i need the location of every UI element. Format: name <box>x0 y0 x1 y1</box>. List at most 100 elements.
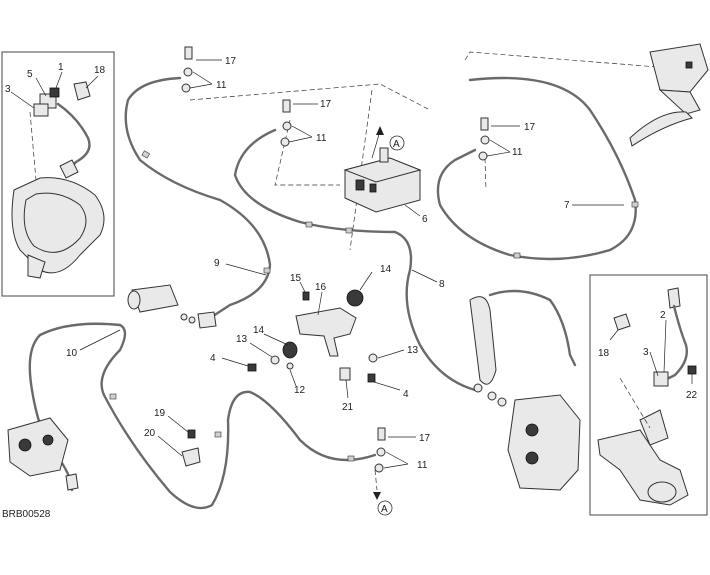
hose-6-8 <box>233 128 477 392</box>
label-17c: 17 <box>524 122 536 133</box>
label-13b: 13 <box>407 345 419 356</box>
label-2: 2 <box>660 310 666 321</box>
label-9: 9 <box>214 258 220 269</box>
label-20: 20 <box>144 428 156 439</box>
inset-rear-sensor: 18 3 2 22 <box>589 274 708 516</box>
washer-11-c1 <box>480 135 490 145</box>
ref-a-bottom-circle <box>377 500 393 516</box>
label-18a: 18 <box>94 65 106 76</box>
sensor-screw-1 <box>49 87 60 98</box>
label-6: 6 <box>422 214 428 225</box>
label-11c: 11 <box>512 147 523 158</box>
label-14b: 14 <box>380 264 392 275</box>
washer-11-b2 <box>280 137 290 147</box>
swingarm-pivot <box>647 481 677 503</box>
label-3a: 3 <box>5 84 11 95</box>
label-4b: 4 <box>403 389 409 400</box>
sensor-washer-3 <box>33 103 49 117</box>
sensor-mount-tab <box>27 254 46 279</box>
rear-sensor-body <box>653 371 669 387</box>
label-1: 1 <box>58 62 64 73</box>
rear-connector <box>667 287 681 309</box>
abs-unit: A 6 <box>343 126 428 225</box>
rear-screw-22 <box>687 365 697 375</box>
screw-15 <box>302 291 310 301</box>
bolt-17-d <box>377 427 386 441</box>
inset-rear-frame <box>589 274 708 516</box>
hose-10 <box>28 322 122 492</box>
label-10: 10 <box>66 348 78 359</box>
front-disc-edge <box>469 296 497 385</box>
drawing-code: BRB00528 <box>2 509 51 520</box>
rubber-14-left <box>282 341 298 359</box>
front-master-cylinder <box>629 43 709 147</box>
ref-a-bottom: A <box>381 504 388 515</box>
washer-11-c2 <box>478 151 488 161</box>
label-11d: 11 <box>417 460 428 471</box>
washer-13-left <box>270 355 280 365</box>
rear-caliper <box>7 417 79 491</box>
brake-lever <box>629 111 693 147</box>
hose-10b <box>100 323 377 510</box>
bolt-4-left <box>247 363 257 372</box>
hose-7 <box>436 76 637 261</box>
label-4a: 4 <box>210 353 216 364</box>
label-3b: 3 <box>643 347 649 358</box>
washer-11-b1 <box>282 121 292 131</box>
label-17a: 17 <box>225 56 237 67</box>
label-15: 15 <box>290 273 302 284</box>
front-caliper <box>469 296 581 491</box>
washer-11-a2 <box>181 83 191 93</box>
rear-cap-18 <box>613 313 631 331</box>
bolt-17-c <box>480 117 489 131</box>
rear-caliper-body <box>7 417 69 477</box>
inset-front-frame <box>1 51 115 297</box>
bolt-4-right <box>367 373 376 383</box>
bracket-16 <box>295 307 357 357</box>
mount-bracket: 15 16 14 14 13 4 12 21 13 4 <box>210 264 419 413</box>
ref-a-top-circle <box>389 135 405 151</box>
inset-front-sensor: 3 5 1 18 <box>1 51 115 297</box>
abs-port <box>379 147 389 163</box>
washer-13-right <box>368 353 378 363</box>
dashed-connections <box>189 51 671 491</box>
washer-11-a1 <box>183 67 193 77</box>
ref-a-bottom-group: A <box>373 492 393 516</box>
sensor-connector <box>59 159 79 179</box>
label-13a: 13 <box>236 334 248 345</box>
label-17d: 17 <box>419 433 431 444</box>
bolt-17-a <box>184 46 193 60</box>
ref-a-top: A <box>393 139 400 150</box>
label-19: 19 <box>154 408 166 419</box>
hose-caliper-front <box>488 289 577 367</box>
washer-12 <box>286 362 294 370</box>
rubber-14-right <box>346 289 364 307</box>
washer-11-d2 <box>374 463 384 473</box>
rear-master-cylinder <box>127 284 217 329</box>
label-22: 22 <box>686 390 698 401</box>
hose-labels: 9 10 8 7 <box>66 200 624 359</box>
label-7: 7 <box>564 200 570 211</box>
label-8: 8 <box>439 279 445 290</box>
master-cylinder-reservoir <box>649 43 709 93</box>
front-caliper-body <box>507 394 581 491</box>
label-12: 12 <box>294 385 306 396</box>
spacer-21 <box>339 367 351 381</box>
sensor-cap-18 <box>73 81 91 101</box>
hose-9 <box>124 76 272 320</box>
fittings: 17 11 17 11 17 11 17 11 <box>181 46 536 473</box>
rear-bracket <box>639 409 669 446</box>
hoses <box>28 76 639 510</box>
screw-19 <box>187 429 196 439</box>
label-14a: 14 <box>253 325 265 336</box>
label-11a: 11 <box>216 80 227 91</box>
label-18b: 18 <box>598 348 610 359</box>
bolt-17-b <box>282 99 291 113</box>
washer-11-d1 <box>376 447 386 457</box>
hose-clamp: 19 20 <box>144 408 201 467</box>
label-5: 5 <box>27 69 33 80</box>
label-16: 16 <box>315 282 327 293</box>
label-11b: 11 <box>316 133 327 144</box>
